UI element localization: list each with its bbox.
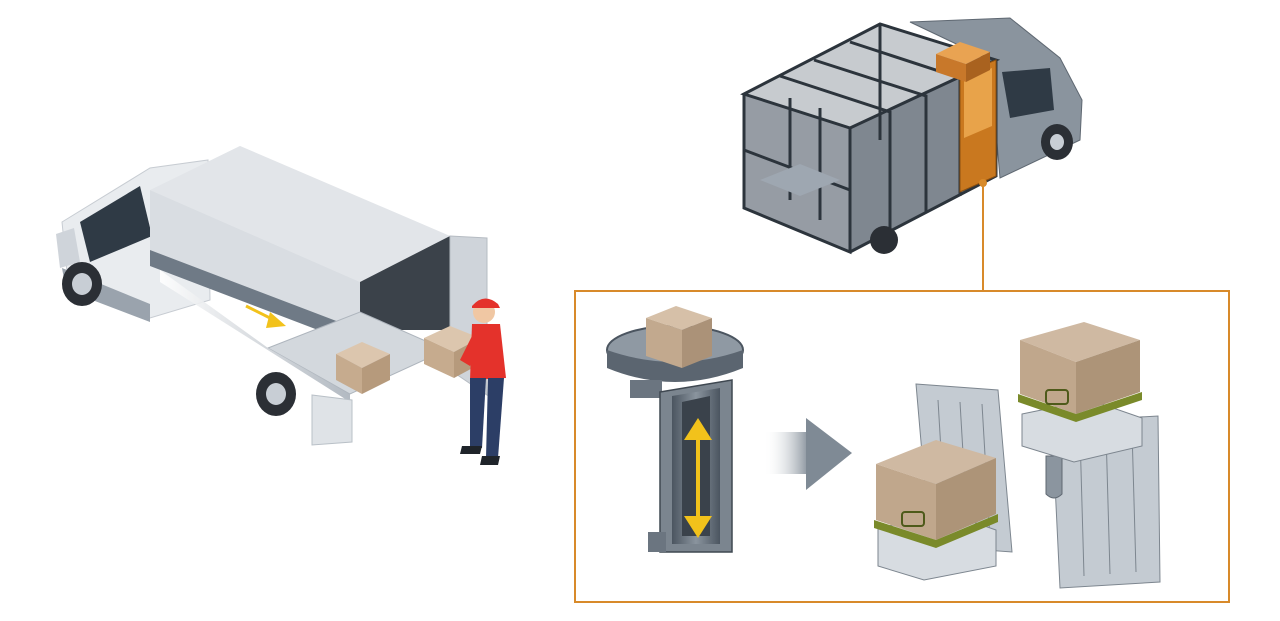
parcel-box	[336, 342, 390, 394]
detail-frame	[574, 290, 1230, 603]
delivery-worker	[424, 298, 506, 465]
vertical-lift-illustration	[606, 306, 744, 553]
delivery-van-illustration	[56, 146, 488, 446]
storage-module-right	[1018, 322, 1161, 589]
storage-module-left	[874, 383, 1013, 581]
up-down-arrow-icon	[684, 418, 712, 538]
van-interior-frame-illustration	[740, 17, 1083, 255]
right-arrow-icon	[764, 418, 852, 490]
down-arrow-icon	[245, 304, 286, 328]
callout-connector	[979, 179, 987, 291]
